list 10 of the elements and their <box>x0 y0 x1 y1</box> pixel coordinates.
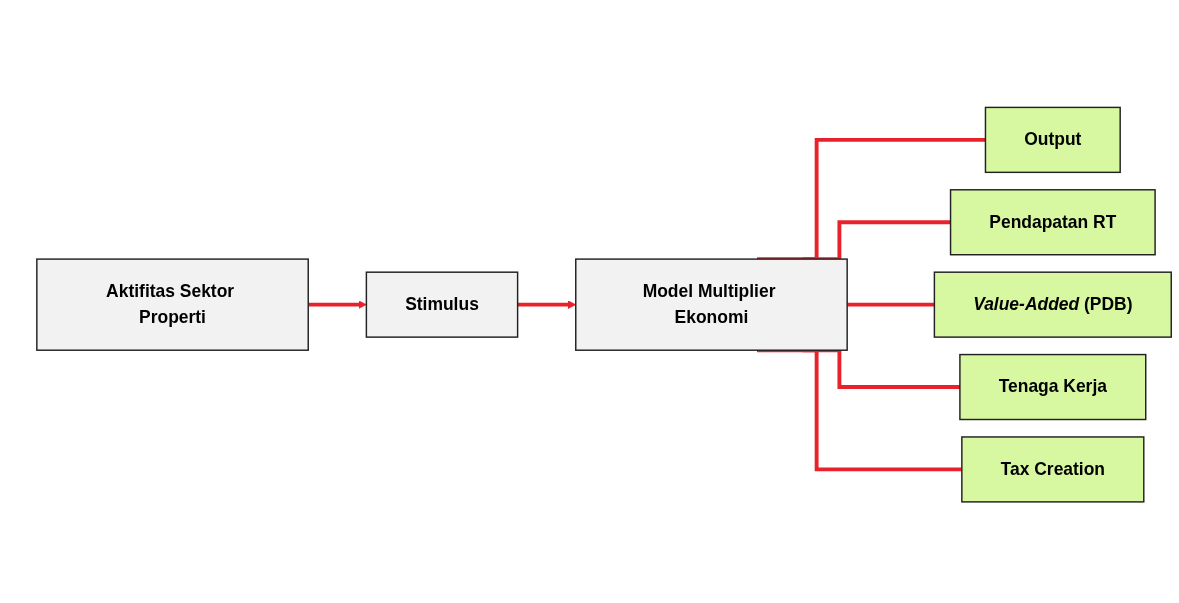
node-box: Pendapatan RT <box>949 189 1156 256</box>
node-box: Tax Creation <box>961 436 1145 503</box>
node-box: Output <box>984 106 1121 174</box>
arrow <box>308 300 367 309</box>
node-box: Value-Added (PDB) <box>933 271 1172 338</box>
node-box: Tenaga Kerja <box>959 353 1147 421</box>
node-box: Aktifitas Sektor Properti <box>36 258 309 351</box>
connector <box>847 302 935 307</box>
node-box: Stimulus <box>365 271 519 338</box>
node-box: Model Multiplier Ekonomi <box>575 258 848 351</box>
